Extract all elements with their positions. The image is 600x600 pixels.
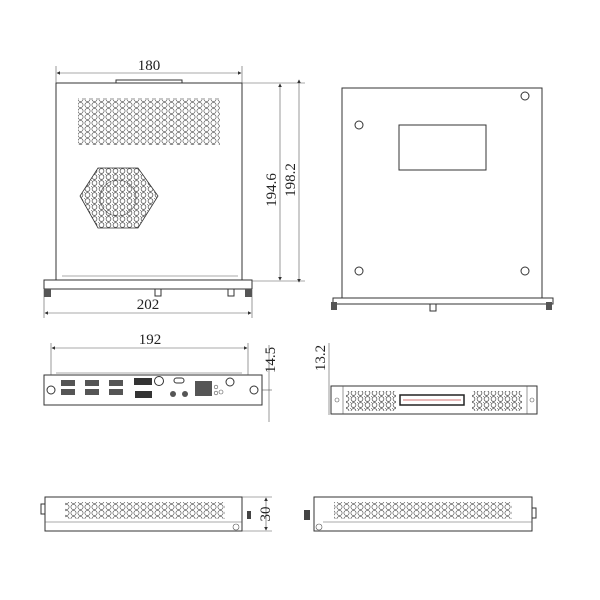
front-panel-view: 192 14.5 [43, 332, 279, 422]
side-view-left: 30 [40, 496, 274, 532]
fan-grille [79, 167, 159, 229]
bottom-view [331, 87, 554, 312]
usb-port-icons [61, 380, 123, 395]
dim-outer-height: 198.2 [283, 163, 299, 197]
thumbscrew-icon [245, 289, 252, 297]
displayport-icon [134, 378, 152, 385]
hdmi-port-icon [135, 391, 152, 398]
thumbscrew-icon [44, 289, 51, 297]
edge-connector [399, 394, 465, 406]
dim-inner-height: 194.6 [264, 173, 280, 207]
dim-rear-height: 13.2 [313, 345, 329, 371]
ethernet-port-icon [195, 381, 212, 396]
dim-front-width: 192 [139, 332, 162, 348]
label-window [398, 124, 487, 171]
dim-side-height: 30 [258, 507, 274, 522]
top-view: 180 194.6 198.2 202 [43, 58, 305, 318]
dim-front-height: 14.5 [263, 347, 279, 373]
side-view-right [304, 496, 537, 532]
dim-top-width: 180 [138, 58, 161, 74]
rear-panel-view: 13.2 [313, 343, 538, 415]
dim-base-width: 202 [137, 297, 160, 313]
vent-grille [78, 98, 220, 145]
